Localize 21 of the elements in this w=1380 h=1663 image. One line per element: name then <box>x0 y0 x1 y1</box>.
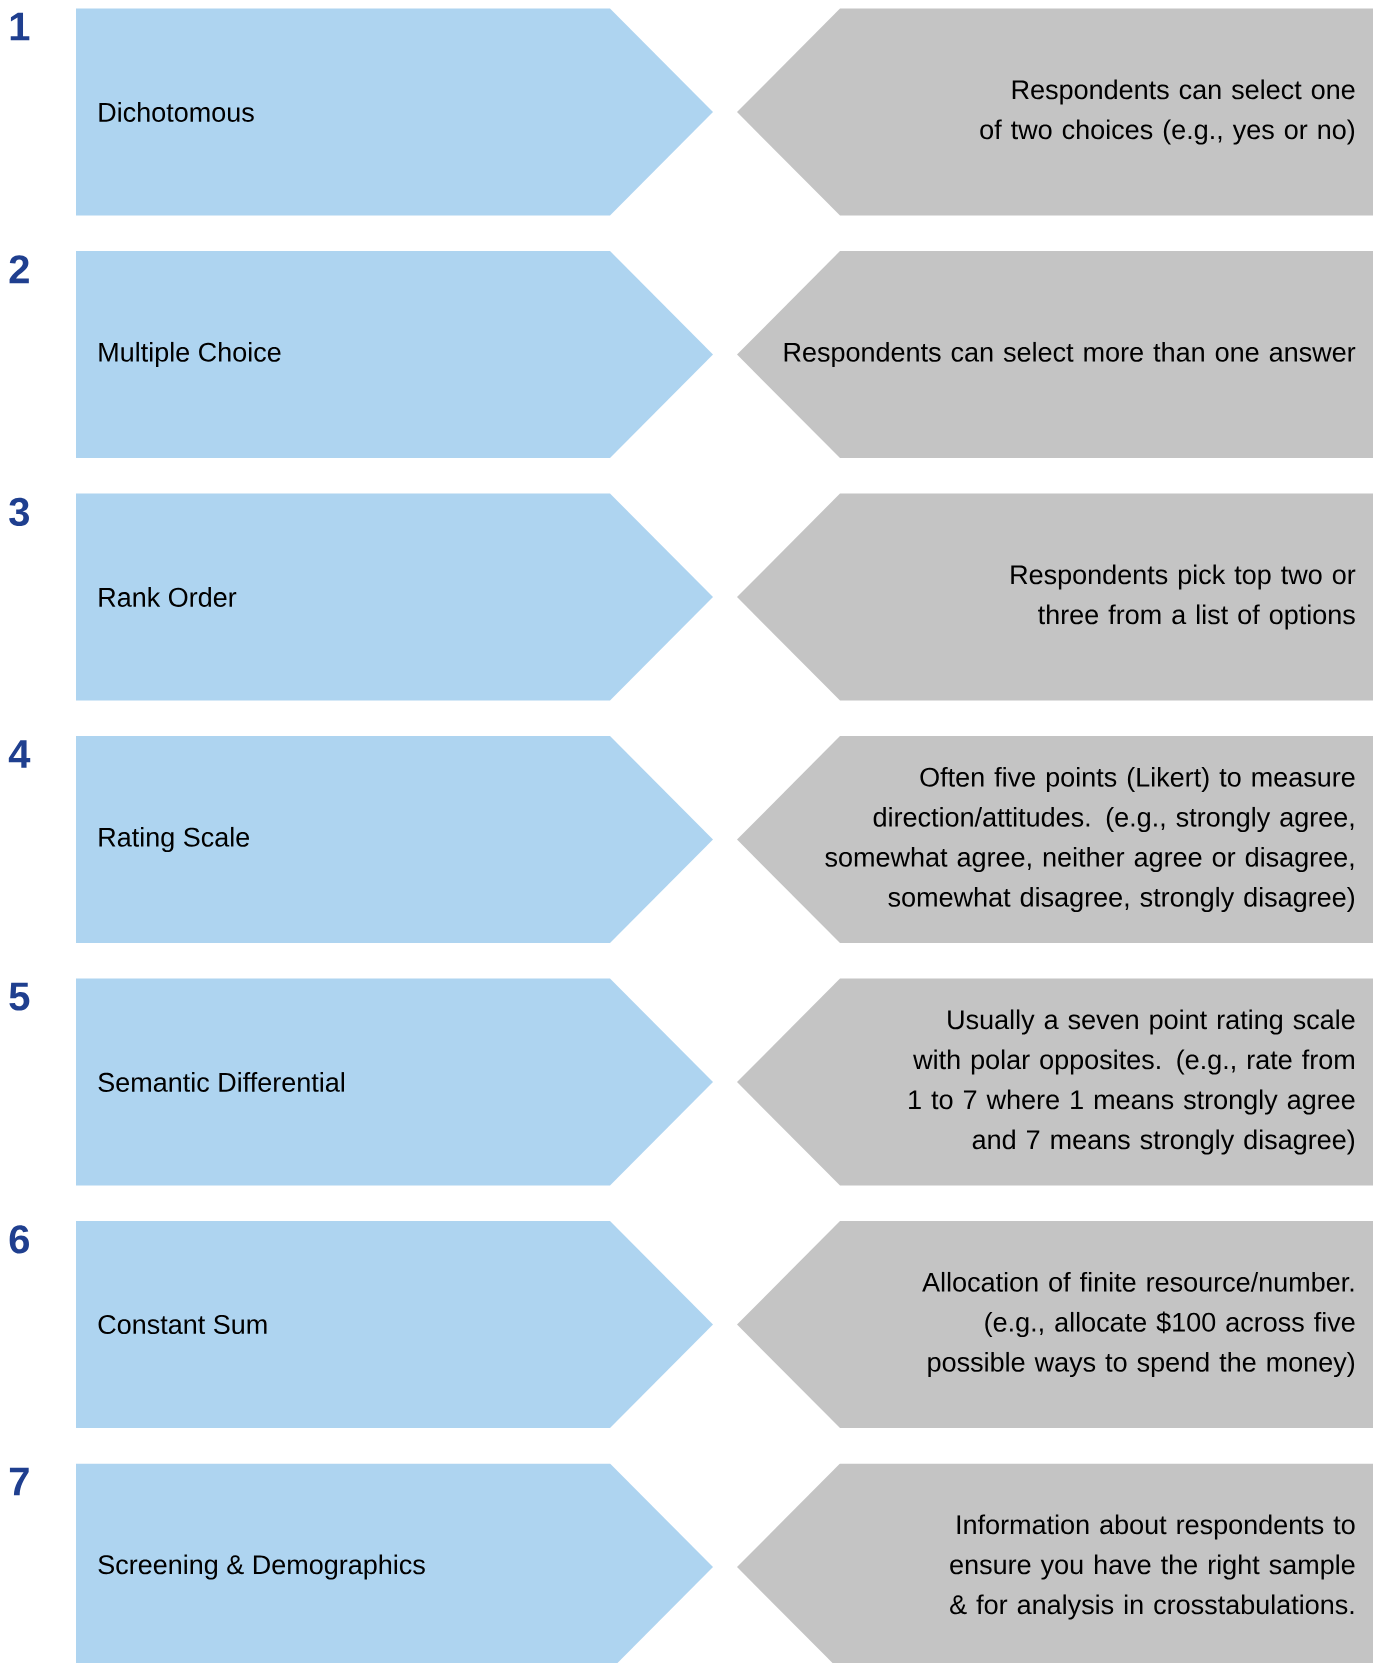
step-number: 2 <box>9 255 29 284</box>
description-box: Information about respondents to ensure you have the right sample & for analysis in crosstabulations. <box>737 1463 1373 1663</box>
description-box: Usually a seven point rating scale with polar opposites. (e.g., rate from 1 to 7 where 1 means strongly agree and 7 means strongly disagree) <box>737 978 1373 1186</box>
step-number: 1 <box>10 12 30 41</box>
chevron-box: Constant Sum <box>76 1221 713 1428</box>
description-box: Respondents pick top two or three from a list of options <box>737 493 1373 701</box>
step-number: 7 <box>9 1467 29 1496</box>
step-number: 5 <box>9 982 30 1011</box>
step-number: 4 <box>8 740 31 768</box>
description-box: Often five points (Likert) to measure direction/attitudes. (e.g., strongly agree, somewhat agree, neither agree or disagree, somewhat disagree, strongly disagree) <box>737 736 1373 943</box>
description-box: Respondents can select one of two choices (e.g., yes or no) <box>737 8 1373 216</box>
chevron-box: Rank Order <box>76 493 713 701</box>
chevron-box: Dichotomous <box>76 8 713 216</box>
chevron-box: Screening & Demographics <box>76 1463 713 1663</box>
step-number: 3 <box>9 497 29 527</box>
step-number: 6 <box>9 1225 29 1254</box>
description-box: Allocation of finite resource/number. (e.g., allocate $100 across five possible ways to spend the money) <box>737 1221 1373 1428</box>
chevron-box: Multiple Choice <box>76 251 713 458</box>
description-box: Respondents can select more than one answer <box>737 251 1373 458</box>
chevron-box: Rating Scale <box>76 736 713 943</box>
chevron-box: Semantic Differential <box>76 978 713 1186</box>
